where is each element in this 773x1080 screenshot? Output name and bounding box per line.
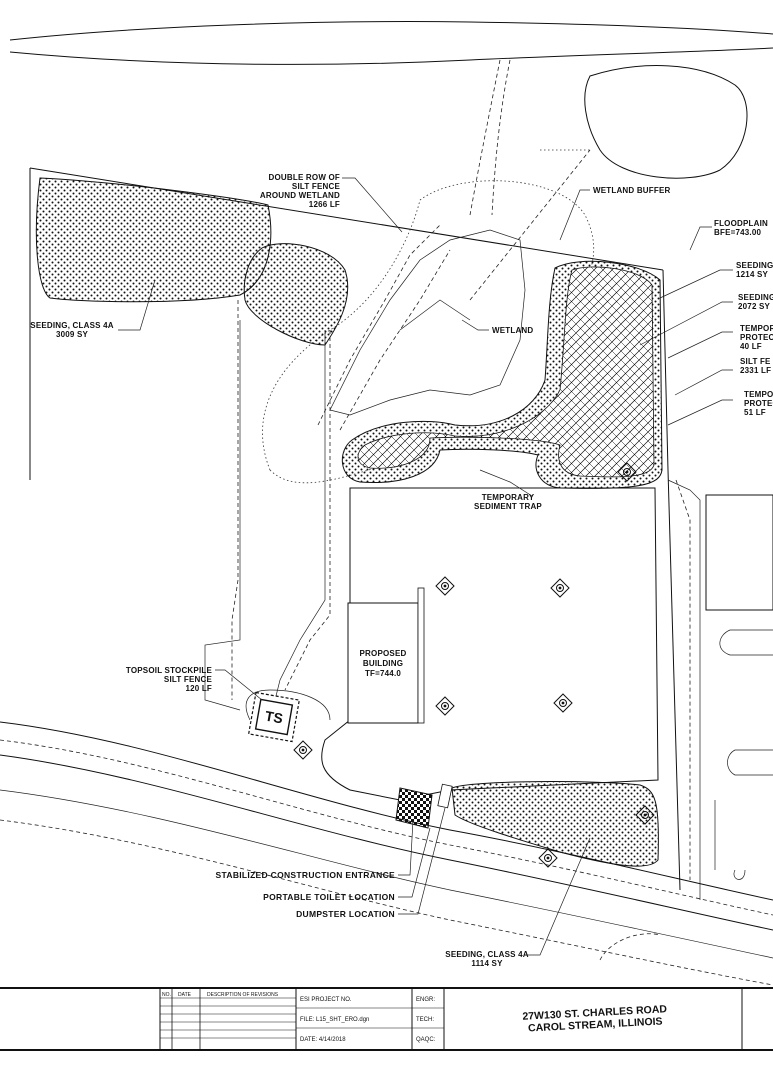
svg-text:AROUND WETLAND: AROUND WETLAND	[260, 191, 340, 200]
floodplain-label: FLOODPLAIN BFE=743.00	[714, 219, 768, 237]
sediment-trap	[341, 260, 663, 489]
tb-col-date: DATE	[178, 992, 192, 998]
svg-text:2072 SY: 2072 SY	[738, 302, 771, 311]
seeding-area-bottom	[451, 781, 659, 867]
construction-entrance	[395, 783, 453, 829]
top-road-lines	[9, 21, 773, 65]
construction-entrance-label: STABILIZED CONSTRUCTION ENTRANCE	[216, 870, 395, 880]
svg-text:1114 SY: 1114 SY	[471, 959, 503, 968]
tb-file: FILE: L15_SHT_ERO.dgn	[300, 1017, 369, 1023]
tb-col-no: NO.	[162, 992, 171, 998]
tb-engr: ENGR:	[416, 997, 435, 1003]
svg-text:TF=744.0: TF=744.0	[365, 669, 401, 678]
sediment-trap-label: TEMPORARY SEDIMENT TRAP	[474, 493, 542, 511]
svg-text:TEMPORA: TEMPORA	[740, 324, 773, 333]
svg-text:TEMPORARY: TEMPORARY	[482, 493, 535, 502]
tb-col-desc: DESCRIPTION OF REVISIONS	[207, 992, 279, 998]
wetland-label: WETLAND	[492, 326, 533, 335]
svg-text:SEEDING,: SEEDING,	[738, 293, 773, 302]
tb-project: ESI PROJECT NO.	[300, 997, 352, 1003]
temporary-protection-1-label: TEMPORA PROTECT 40 LF	[740, 324, 773, 351]
svg-text:SEEDING,: SEEDING,	[736, 261, 773, 270]
tb-date: DATE: 4/14/2018	[300, 1037, 346, 1043]
dumpster-label: DUMPSTER LOCATION	[296, 909, 395, 919]
svg-text:TOPSOIL STOCKPILE: TOPSOIL STOCKPILE	[126, 666, 213, 675]
portable-toilet-label: PORTABLE TOILET LOCATION	[263, 892, 395, 902]
svg-text:SILT FENCE: SILT FENCE	[164, 675, 213, 684]
svg-text:1214 SY: 1214 SY	[736, 270, 769, 279]
property-boundary	[29, 59, 681, 891]
svg-text:SEDIMENT TRAP: SEDIMENT TRAP	[474, 502, 542, 511]
temporary-protection-2-label: TEMPOR PROTEC 51 LF	[744, 390, 773, 417]
tb-tech: TECH:	[416, 1017, 434, 1023]
svg-text:BUILDING: BUILDING	[363, 659, 403, 668]
right-parking	[667, 479, 773, 900]
svg-text:BFE=743.00: BFE=743.00	[714, 228, 761, 237]
pond-outline	[584, 65, 748, 179]
wetland-buffer-label: WETLAND BUFFER	[593, 186, 670, 195]
seeding-area-left	[35, 177, 349, 346]
topsoil-stockpile-label: TOPSOIL STOCKPILE SILT FENCE 120 LF	[126, 666, 213, 693]
svg-text:PROTECT: PROTECT	[740, 333, 773, 342]
svg-text:FLOODPLAIN: FLOODPLAIN	[714, 219, 768, 228]
seeding-right-1-label: SEEDING, 1214 SY	[736, 261, 773, 279]
leader-lines	[118, 177, 733, 956]
svg-text:SILT FE: SILT FE	[740, 357, 771, 366]
title-block: NO. DATE DESCRIPTION OF REVISIONS ESI PR…	[0, 987, 773, 1051]
svg-text:51 LF: 51 LF	[744, 408, 766, 417]
wetland-area	[317, 224, 526, 431]
svg-text:TEMPOR: TEMPOR	[744, 390, 773, 399]
svg-text:DOUBLE ROW OF: DOUBLE ROW OF	[269, 173, 340, 182]
svg-text:2331 LF: 2331 LF	[740, 366, 771, 375]
svg-text:3009 SY: 3009 SY	[56, 330, 89, 339]
inlet-markers	[293, 462, 655, 868]
svg-text:SEEDING, CLASS 4A: SEEDING, CLASS 4A	[30, 321, 113, 330]
topsoil-stockpile	[247, 691, 301, 743]
svg-text:SEEDING, CLASS 4A: SEEDING, CLASS 4A	[445, 950, 528, 959]
seeding-bottom-label: SEEDING, CLASS 4A 1114 SY	[445, 950, 528, 968]
svg-text:1266 LF: 1266 LF	[309, 200, 340, 209]
svg-text:120 LF: 120 LF	[185, 684, 212, 693]
building-pad	[321, 487, 659, 801]
proposed-building-label: PROPOSED BUILDING TF=744.0	[360, 649, 407, 678]
site-grading-outline	[204, 300, 331, 721]
st-charles-road	[0, 721, 773, 986]
seeding-right-2-label: SEEDING, 2072 SY	[738, 293, 773, 311]
tb-qaqc: QAQC:	[416, 1037, 436, 1043]
silt-fence-wetland-label: DOUBLE ROW OF SILT FENCE AROUND WETLAND …	[260, 173, 341, 209]
svg-text:40 LF: 40 LF	[740, 342, 762, 351]
svg-text:PROTEC: PROTEC	[744, 399, 773, 408]
svg-text:SILT FENCE: SILT FENCE	[292, 182, 341, 191]
topsoil-ts-mark: TS	[264, 708, 284, 727]
seeding-left-label: SEEDING, CLASS 4A 3009 SY	[30, 321, 113, 339]
svg-text:PROPOSED: PROPOSED	[360, 649, 407, 658]
silt-fence-right-label: SILT FE 2331 LF	[740, 357, 771, 375]
